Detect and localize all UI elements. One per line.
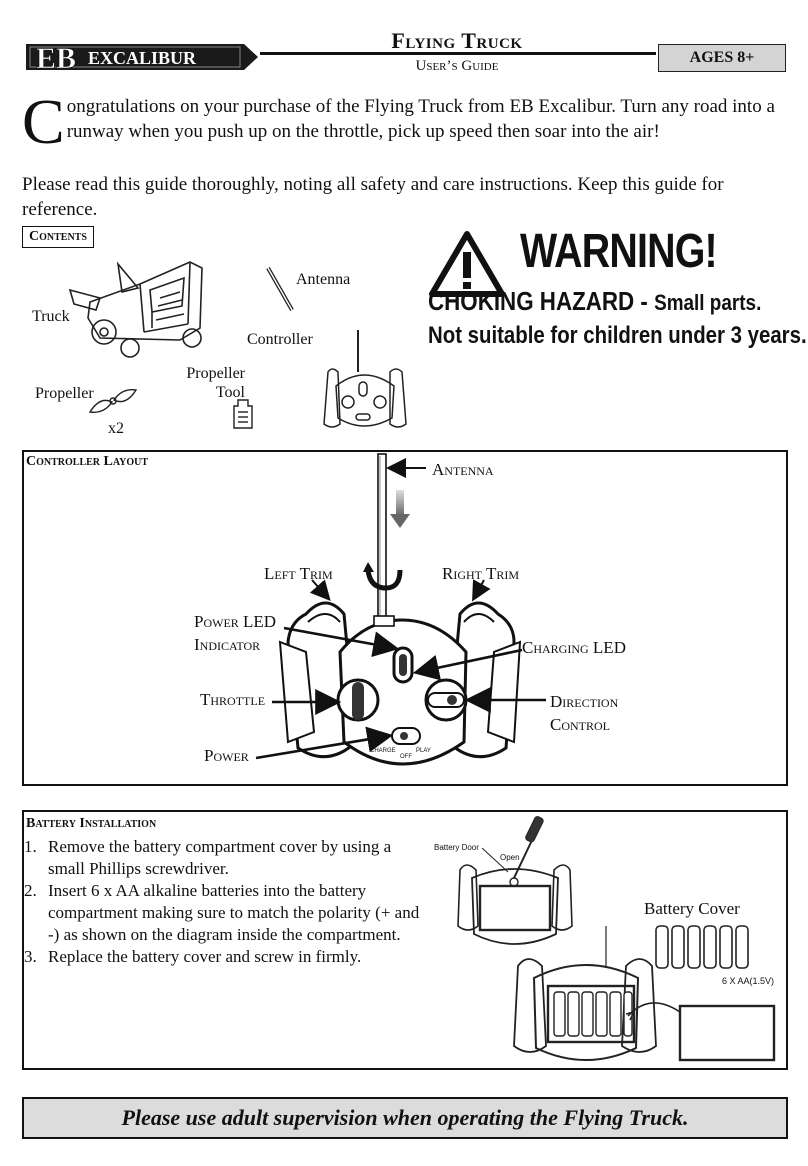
contents-controller-label: Controller <box>247 331 313 348</box>
intro-dropcap: C <box>22 86 65 157</box>
controller-illustration <box>323 330 407 428</box>
label-left-trim: Left Trim <box>264 564 333 583</box>
controller-layout-heading: Controller Layout <box>26 454 149 469</box>
intro-paragraph: C ongratulations on your purchase of the… <box>22 86 788 157</box>
contents-propeller-qty: x2 <box>108 420 124 437</box>
contents-truck-label: Truck <box>32 308 70 325</box>
battery-step: 1. Remove the battery compartment cover … <box>24 837 392 878</box>
battery-steps-list: 1. Remove the battery compartment cover … <box>22 836 432 968</box>
battery-cover-label: Battery Cover <box>644 899 740 918</box>
label-throttle: Throttle <box>200 690 266 709</box>
controller-layout-diagram: CHARGE PLAY OFF <box>255 453 546 766</box>
antenna-illustration <box>266 267 294 311</box>
page-subtitle: User’s Guide <box>415 58 499 74</box>
propeller-illustration <box>88 389 138 413</box>
contents-propeller-label: Propeller <box>35 385 94 402</box>
intro-text: ongratulations on your purchase of the F… <box>66 96 775 142</box>
warning-triangle-icon <box>429 231 505 297</box>
label-charging-led: Charging LED <box>522 638 626 657</box>
switch-play-label: PLAY <box>416 748 431 754</box>
truck-illustration <box>68 261 203 358</box>
choking-hazard-text: CHOKING HAZARD - Small parts. <box>428 286 762 316</box>
logo-text: EXCALIBUR <box>88 48 197 68</box>
label-power: Power <box>204 746 249 765</box>
contents-antenna-label: Antenna <box>296 271 351 288</box>
switch-off-label: OFF <box>400 754 412 760</box>
ages-badge: AGES 8+ <box>658 44 786 72</box>
propeller-tool-illustration <box>233 399 253 429</box>
page-title: Flying Truck <box>391 28 523 53</box>
read-guide-paragraph: Please read this guide thoroughly, notin… <box>22 174 724 220</box>
switch-charge-label: CHARGE <box>370 748 396 754</box>
header-rule <box>260 52 656 55</box>
battery-door-label: Battery Door <box>434 843 479 852</box>
label-antenna: Antenna <box>432 460 494 479</box>
warning-title: WARNING! <box>520 225 718 278</box>
battery-step: 2. Insert 6 x AA alkaline batteries into… <box>24 881 420 944</box>
battery-spec-label: 6 X AA(1.5V) <box>722 976 774 986</box>
label-power-led: Power LED Indicator <box>194 612 277 654</box>
label-direction-control: Direction Control <box>550 692 619 734</box>
label-right-trim: Right Trim <box>442 564 519 583</box>
battery-installation-diagram: Battery Door Open Battery Cover 6 X AA(1… <box>434 816 776 1062</box>
open-label: Open <box>500 853 520 862</box>
battery-installation-box <box>22 810 788 1070</box>
battery-step: 3. Replace the battery cover and screw i… <box>24 947 362 966</box>
supervision-footer: Please use adult supervision when operat… <box>22 1097 788 1139</box>
eb-excalibur-logo: EB EXCALIBUR <box>26 42 258 75</box>
controller-layout-box <box>22 450 788 786</box>
contents-heading: Contents <box>22 226 94 248</box>
battery-installation-heading: Battery Installation <box>26 816 157 831</box>
logo-mark: EB <box>36 42 76 75</box>
contents-propeller-tool-label: Propeller Tool <box>186 365 245 401</box>
age-warning-text: Not suitable for children under 3 years. <box>428 322 807 349</box>
